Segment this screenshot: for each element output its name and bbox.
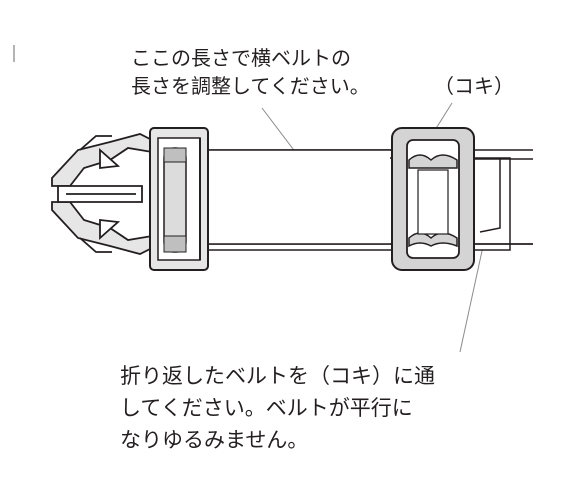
bottom-instruction: 折り返したベルトを（コキ）に通 してください。ベルトが平行に なりゆるみません。 — [120, 360, 435, 456]
buckle-roller-gear-top — [163, 147, 187, 163]
bottom-instruction-line-1: 折り返したベルトを（コキ）に通 — [120, 364, 435, 388]
koki-bar-top — [408, 154, 458, 169]
top-instruction: ここの長さで横ベルトの 長さを調整してください。 — [131, 44, 370, 100]
belt-fold-end — [479, 158, 501, 233]
bottom-instruction-line-3: なりゆるみません。 — [120, 428, 309, 452]
top-instruction-line-1: ここの長さで横ベルトの — [131, 46, 351, 70]
buckle-roller-gear-bottom — [163, 235, 187, 253]
bottom-instruction-line-2: してください。ベルトが平行に — [120, 396, 413, 420]
belt-front — [200, 150, 390, 244]
koki-center-bar — [417, 169, 449, 235]
koki-label: （コキ） — [434, 74, 514, 98]
buckle-male — [51, 133, 153, 255]
top-instruction-line-2: 長さを調整してください。 — [131, 74, 370, 98]
